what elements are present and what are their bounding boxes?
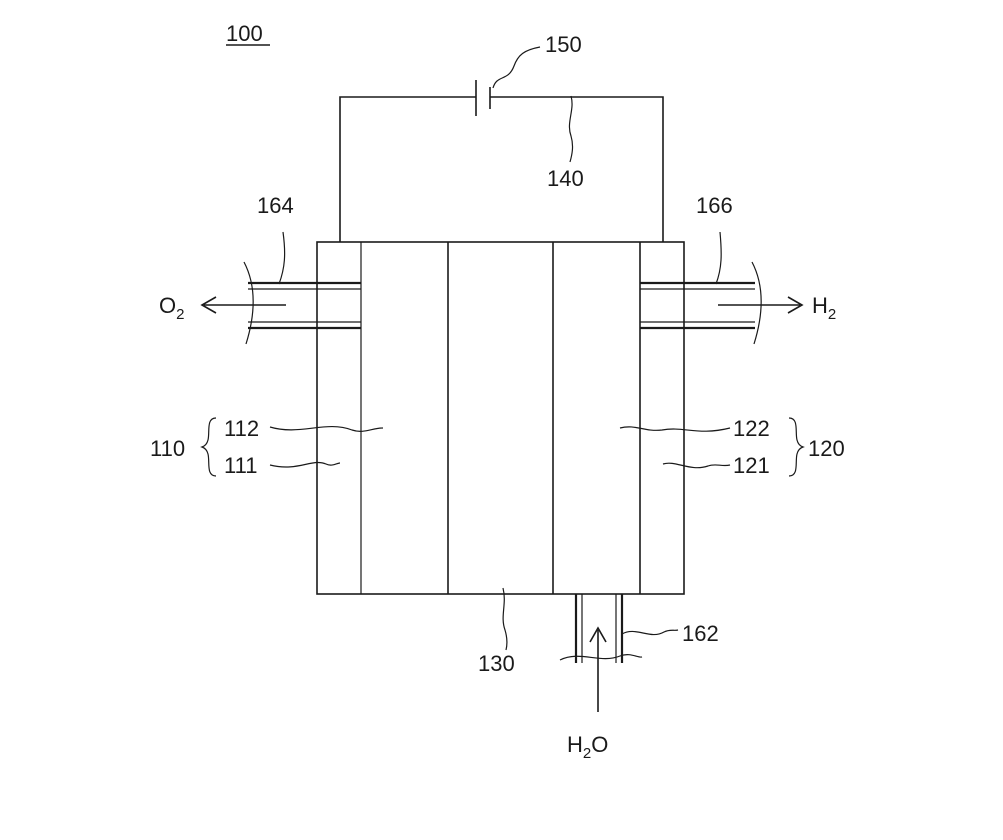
label-122: 122 <box>733 416 770 441</box>
brace-110 <box>202 418 216 476</box>
outlet-pipe-164 <box>244 262 361 344</box>
label-150: 150 <box>545 32 582 57</box>
label-140: 140 <box>547 166 584 191</box>
o2-arrow <box>202 297 286 313</box>
label-121: 121 <box>733 453 770 478</box>
leader-162 <box>622 630 678 635</box>
cell-body <box>317 242 684 594</box>
label-162: 162 <box>682 621 719 646</box>
inlet-pipe-162 <box>560 594 642 663</box>
leader-121 <box>663 463 730 468</box>
label-166: 166 <box>696 193 733 218</box>
brace-120 <box>789 418 803 476</box>
leader-122 <box>620 427 730 431</box>
leader-112 <box>270 427 383 432</box>
figure-ref-label: 100 <box>226 21 263 46</box>
leader-164 <box>279 232 285 284</box>
label-120: 120 <box>808 436 845 461</box>
h2-label: H2 <box>812 293 836 323</box>
leader-111 <box>270 462 340 467</box>
leader-166 <box>716 232 721 284</box>
power-source-150 <box>476 80 490 116</box>
leader-150 <box>493 47 540 88</box>
h2o-arrow <box>590 628 606 712</box>
h2-arrow <box>718 297 802 313</box>
o2-label: O2 <box>159 293 184 323</box>
label-111: 111 <box>224 453 257 478</box>
label-164: 164 <box>257 193 294 218</box>
h2o-label: H2O <box>567 732 608 762</box>
label-110: 110 <box>150 436 185 461</box>
label-130: 130 <box>478 651 515 676</box>
leader-140 <box>569 96 572 162</box>
label-112: 112 <box>224 416 259 441</box>
outlet-pipe-166 <box>640 262 761 344</box>
leader-130 <box>503 588 507 650</box>
external-circuit-140 <box>340 97 663 242</box>
